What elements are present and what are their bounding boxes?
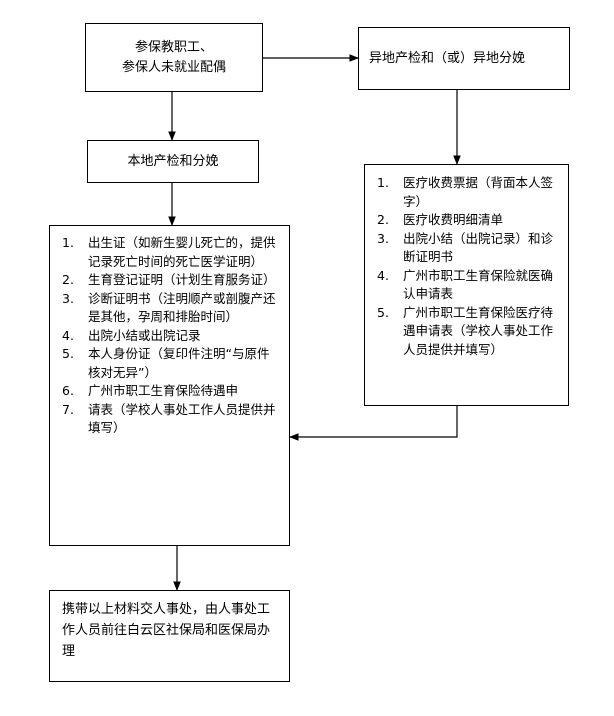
final-step-text: 携带以上材料交人事处，由人事处工作人员前往白云区社保局和医保局办理	[62, 602, 271, 659]
local-documents-box: 1.出生证（如新生婴儿死亡的，提供记录死亡时间的死亡医学证明） 2.生育登记证明…	[49, 225, 290, 546]
list-item: 3.诊断证明书（注明顺产或剖腹产还是其他，孕周和排胎时间）	[62, 290, 276, 325]
local-delivery-box: 本地产检和分娩	[87, 140, 259, 183]
list-item: 1.出生证（如新生婴儿死亡的，提供记录死亡时间的死亡医学证明）	[62, 235, 276, 269]
remote-documents-box: 1.医疗收费票据（背面本人签字） 2.医疗收费明细清单 3.出院小结（出院记录）…	[364, 164, 569, 406]
remote-delivery-title: 异地产检和（或）异地分娩	[369, 50, 526, 66]
start-box: 参保教职工、 参保人未就业配偶	[85, 23, 263, 92]
arrow-remote-docs-to-local-docs	[289, 406, 458, 441]
local-delivery-title: 本地产检和分娩	[127, 153, 219, 169]
remote-documents-list: 1.医疗收费票据（背面本人签字） 2.医疗收费明细清单 3.出院小结（出院记录）…	[377, 174, 560, 359]
start-line-1: 参保教职工、	[134, 39, 213, 55]
remote-delivery-box: 异地产检和（或）异地分娩	[358, 27, 570, 90]
list-item: 2.生育登记证明（计划生育服务证）	[62, 272, 276, 287]
list-item: 4.广州市职工生育保险就医确认申请表	[377, 267, 554, 302]
list-item: 3.出院小结（出院记录）和诊断证明书	[377, 230, 554, 265]
list-item: 5.广州市职工生育保险医疗待遇申请表（学校人事处工作人员提供并填写）	[377, 304, 554, 357]
list-item: 1.医疗收费票据（背面本人签字）	[377, 175, 554, 209]
list-item: 4.出院小结或出院记录	[62, 327, 201, 343]
list-item: 6.广州市职工生育保险待遇申	[62, 383, 239, 398]
final-step-box: 携带以上材料交人事处，由人事处工作人员前往白云区社保局和医保局办理	[49, 590, 290, 682]
list-item: 5.本人身份证（复印件注明“与原件核对无异”）	[62, 346, 270, 380]
list-item: 2.医疗收费明细清单	[377, 212, 504, 227]
list-item: 7.请表（学校人事处工作人员提供并填写）	[62, 401, 276, 436]
local-documents-list: 1.出生证（如新生婴儿死亡的，提供记录死亡时间的死亡医学证明） 2.生育登记证明…	[62, 234, 279, 438]
start-line-2: 参保人未就业配偶	[121, 59, 226, 75]
